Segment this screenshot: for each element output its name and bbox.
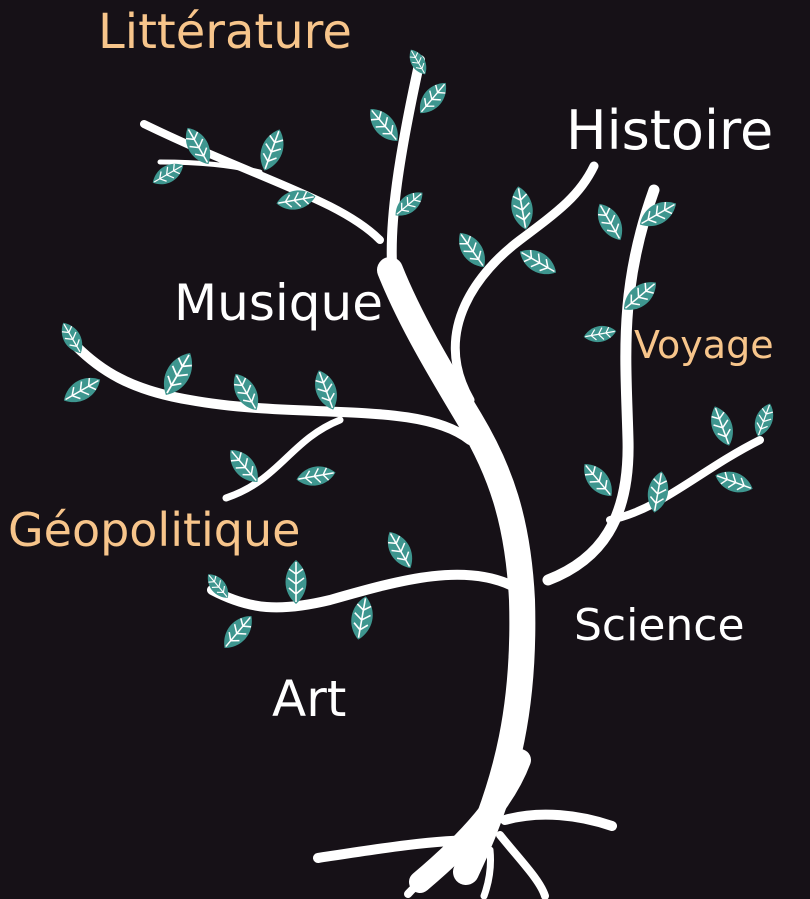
leaf — [711, 465, 757, 499]
label-musique: Musique — [174, 274, 383, 332]
leaf — [274, 186, 318, 214]
label-science: Science — [574, 600, 745, 651]
branch-art — [207, 569, 525, 613]
leaf — [576, 456, 620, 504]
leaf — [590, 198, 630, 246]
root-left — [313, 835, 485, 863]
label-voyage: Voyage — [634, 323, 774, 367]
branch-top-left — [140, 120, 384, 244]
label-geopolitique: Géopolitique — [8, 503, 301, 557]
leaf — [514, 242, 562, 282]
leaf — [216, 608, 260, 656]
leaf — [284, 559, 308, 605]
leaf — [749, 399, 779, 441]
leaf — [253, 124, 291, 176]
branch-litterature — [386, 55, 425, 270]
root-left-2 — [404, 846, 474, 898]
leaf — [704, 402, 740, 450]
branch-geopolitique — [222, 416, 344, 502]
leaf — [507, 183, 537, 233]
leaf — [294, 462, 338, 490]
branch-histoire — [450, 161, 599, 405]
label-histoire: Histoire — [566, 99, 774, 162]
leaf — [347, 593, 377, 643]
root-mid — [480, 846, 494, 899]
label-litterature: Littérature — [98, 4, 352, 60]
leaf — [581, 322, 619, 346]
root-right-2 — [496, 831, 549, 899]
tree-branches — [71, 55, 764, 899]
trunk — [377, 257, 536, 885]
branch-top-left-2 — [157, 159, 263, 175]
branch-science — [606, 436, 764, 524]
branch-voyage — [542, 184, 660, 586]
label-art: Art — [272, 670, 347, 728]
leaf — [380, 526, 420, 574]
branch-musique — [71, 341, 475, 445]
root-right — [500, 809, 617, 831]
leaf — [58, 370, 106, 410]
